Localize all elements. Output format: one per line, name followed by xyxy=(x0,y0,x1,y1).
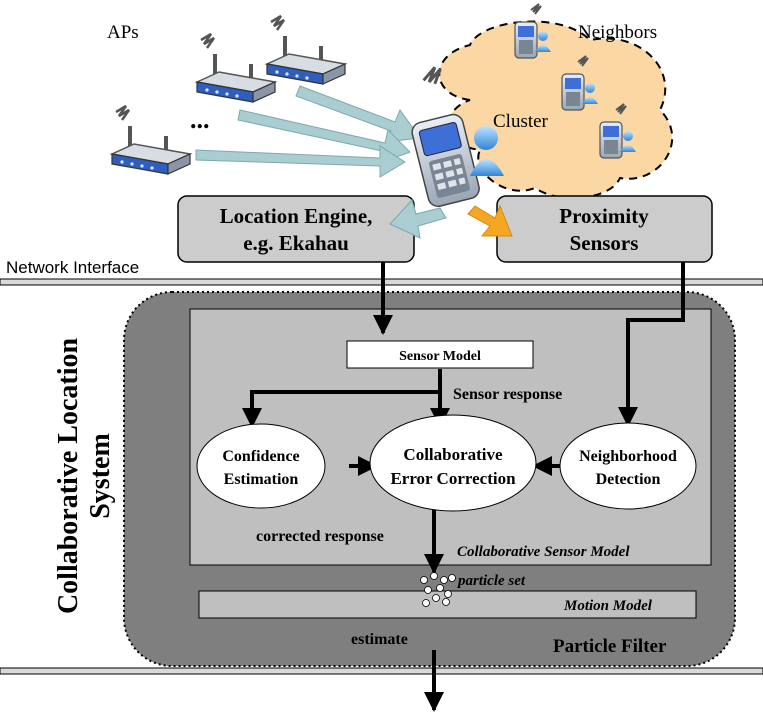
collaborative-error-line1: Collaborative xyxy=(403,445,503,464)
neighborhood-detection-line2: Detection xyxy=(596,471,661,488)
ellipsis-label: ... xyxy=(190,105,210,134)
particle-set-label: particle set xyxy=(456,573,526,589)
location-engine-title: Location Engine, xyxy=(220,204,373,228)
aps-label: APs xyxy=(107,22,139,43)
confidence-estimation-line2: Estimation xyxy=(224,471,299,488)
confidence-estimation-line1: Confidence xyxy=(222,448,299,465)
mobile-device-icon xyxy=(411,66,480,208)
network-interface-label: Network Interface xyxy=(6,258,139,277)
network-interface-rail-bottom xyxy=(0,667,763,675)
system-subtitle: System xyxy=(85,433,116,519)
collaborative-sensor-model-label: Collaborative Sensor Model xyxy=(457,544,630,560)
particle-set-icon xyxy=(420,572,456,607)
collaborative-error-correction-node xyxy=(369,414,537,512)
neighborhood-detection-line1: Neighborhood xyxy=(579,448,677,465)
neighbors-label: Neighbors xyxy=(578,22,657,43)
access-point-icon xyxy=(195,32,277,104)
corrected-response-label: corrected response xyxy=(256,528,384,545)
access-point-icon xyxy=(110,104,192,176)
access-point-icon xyxy=(265,14,347,86)
cluster-label: Cluster xyxy=(493,111,549,132)
device-to-engine-arrow xyxy=(389,199,447,239)
proximity-sensors-subtitle: Sensors xyxy=(570,231,639,255)
confidence-estimation-node xyxy=(196,423,326,509)
sensor-model-label: Sensor Model xyxy=(399,349,481,364)
user-person-icon xyxy=(470,126,504,176)
motion-model-label: Motion Model xyxy=(563,598,653,614)
estimate-label: estimate xyxy=(351,631,408,648)
proximity-sensors-title: Proximity xyxy=(559,204,649,228)
sensor-model-box xyxy=(346,340,534,369)
location-engine-subtitle: e.g. Ekahau xyxy=(243,231,349,255)
sensor-response-label: Sensor response xyxy=(453,386,562,403)
particle-filter-label: Particle Filter xyxy=(553,636,667,657)
device-to-proximity-arrow xyxy=(467,204,513,237)
signal-arrows xyxy=(195,85,421,178)
neighborhood-detection-node xyxy=(559,422,697,510)
collaborative-error-line2: Error Correction xyxy=(390,469,516,488)
system-title: Collaborative Location xyxy=(53,338,84,615)
